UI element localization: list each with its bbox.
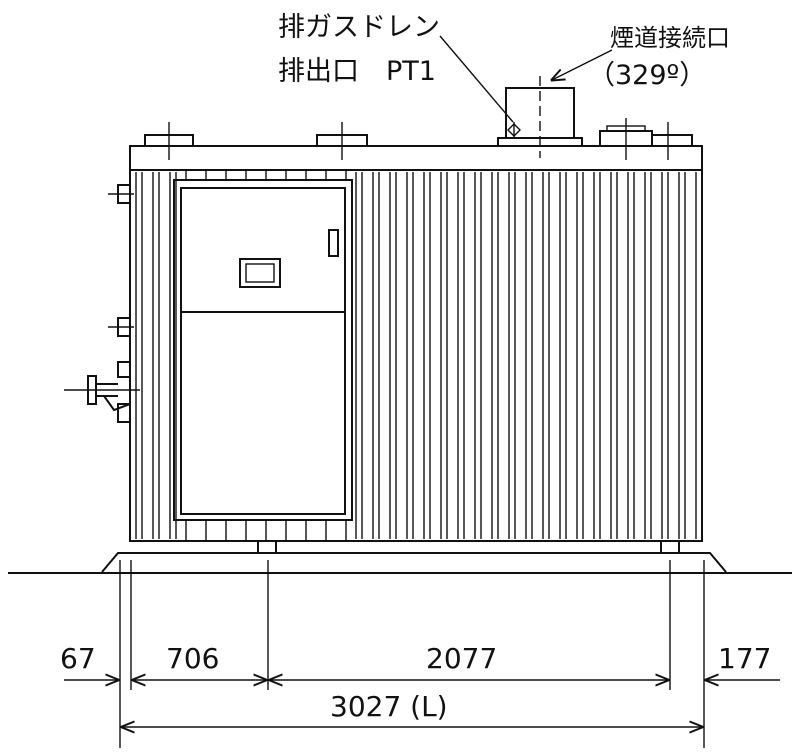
top-cover (129, 145, 703, 171)
dim-value-total: 3027 (L) (330, 690, 448, 723)
control-panel-screen (245, 263, 275, 283)
side-connection-middle (108, 317, 134, 337)
dimension-extension-lines (119, 560, 705, 748)
front-door-inner (180, 187, 346, 515)
top-nozzle-right-2 (651, 122, 693, 160)
top-nozzle-left (144, 122, 194, 160)
flue-leader-line (552, 49, 613, 80)
flue-label-line1: 煙道接続口 (610, 24, 730, 52)
side-connection-upper (108, 184, 134, 204)
drain-label-line2: 排出口 PT1 (278, 56, 436, 87)
door-handle (328, 229, 339, 257)
base-plinth (101, 552, 727, 573)
flue-label-line2: （329º） (588, 60, 706, 91)
control-panel-window (239, 258, 281, 288)
door-bottom-vents (185, 520, 347, 541)
dim-value-right: 177 (718, 642, 771, 675)
drain-leader-line (439, 35, 514, 123)
dim-value-left: 67 (60, 642, 96, 675)
corrugated-panels (135, 170, 703, 539)
drain-label-line1: 排ガスドレン (278, 12, 440, 43)
dim-value-middle: 2077 (426, 642, 497, 675)
boiler-housing (129, 169, 703, 542)
side-valve-assembly (64, 361, 140, 423)
flue-connection (497, 76, 583, 158)
foot-left (257, 540, 277, 554)
front-door (173, 179, 353, 521)
dim-value-first: 706 (166, 642, 219, 675)
top-nozzle-right-1 (599, 118, 653, 160)
foot-right (660, 540, 680, 554)
top-nozzle-center (316, 122, 368, 160)
